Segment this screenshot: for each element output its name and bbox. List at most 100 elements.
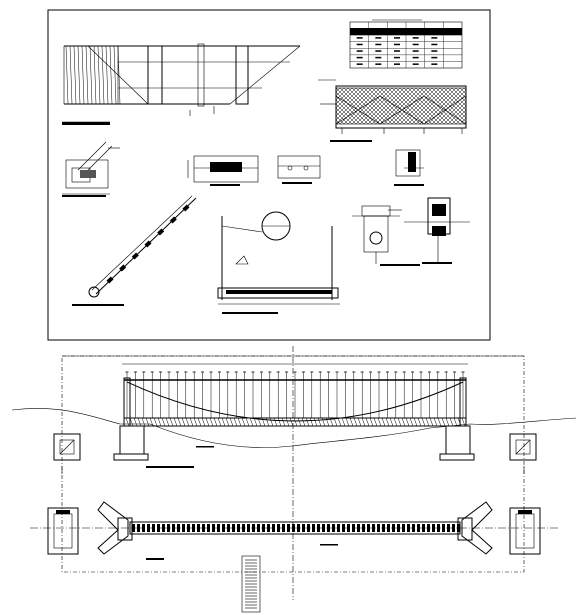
- table-cell-mark: [375, 43, 382, 46]
- deck-plank: [432, 524, 435, 532]
- deck-hatch-line: [189, 417, 194, 427]
- deck-hatch-line: [181, 417, 186, 427]
- deck-plank: [387, 524, 390, 532]
- deck-hatch-line: [209, 417, 214, 427]
- table-cell-mark: [375, 56, 382, 59]
- deck-hatch-line: [361, 417, 366, 427]
- deck-plank: [302, 524, 305, 532]
- deck-plank: [402, 524, 405, 532]
- deck-plank: [272, 524, 275, 532]
- deck-plank: [422, 524, 425, 532]
- deck-plank: [232, 524, 235, 532]
- deck-plank: [282, 524, 285, 532]
- table-cell-mark: [412, 56, 419, 59]
- deck-hatch-line: [201, 417, 206, 427]
- deck-plank: [352, 524, 355, 532]
- legend-column: [241, 555, 261, 613]
- hatch-line: [117, 45, 121, 105]
- deck-plank: [277, 524, 280, 532]
- hatch-line: [69, 45, 73, 105]
- deck-plank: [177, 524, 180, 532]
- deck-hatch-line: [153, 417, 158, 427]
- deck-hatch-line: [293, 417, 298, 427]
- deck-hatch-line: [345, 417, 350, 427]
- deck-plank: [247, 524, 250, 532]
- deck-plank: [252, 524, 255, 532]
- tube-clamp-detail: [404, 197, 470, 264]
- cable-clamp: [106, 276, 114, 284]
- table-cell-mark: [431, 50, 438, 52]
- deck-hatch-line: [233, 417, 238, 427]
- deck-plank: [267, 524, 270, 532]
- hatch-line: [109, 45, 113, 105]
- deck-plank: [327, 524, 330, 532]
- deck-section-elevation: [318, 79, 467, 142]
- table-cell-mark: [412, 50, 419, 52]
- deck-hatch-line: [205, 417, 210, 427]
- deck-plank: [412, 524, 415, 532]
- cable-clamp: [169, 216, 177, 224]
- deck-plank: [447, 524, 450, 532]
- hatch-line: [97, 45, 101, 105]
- deck-plank: [292, 524, 295, 532]
- deck-hatch-line: [225, 417, 230, 427]
- hatch-line: [81, 45, 85, 105]
- deck-hatch-line: [437, 417, 442, 427]
- deck-plank: [377, 524, 380, 532]
- table-cell-mark: [431, 63, 438, 65]
- deck-hatch-line: [185, 417, 190, 427]
- table-cell-mark: [356, 63, 363, 65]
- bridge-plan: [30, 501, 560, 560]
- hatch-line: [101, 45, 105, 105]
- deck-hatch-line: [377, 417, 382, 427]
- deck-hatch-line: [281, 417, 286, 427]
- deck-hatch-line: [349, 417, 354, 427]
- deck-plank: [367, 524, 370, 532]
- deck-hatch-line: [453, 417, 458, 427]
- cable-clamp: [144, 240, 152, 248]
- deck-hatch-line: [405, 417, 410, 427]
- deck-plank: [152, 524, 155, 532]
- deck-hatch-line: [429, 417, 434, 427]
- deck-hatch-line: [249, 417, 254, 427]
- ground-profile: [11, 408, 577, 448]
- deck-hatch-line: [337, 417, 342, 427]
- deck-plank: [147, 524, 150, 532]
- deck-plank: [307, 524, 310, 532]
- hatch-line: [105, 45, 109, 105]
- deck-hatch-line: [213, 417, 218, 427]
- table-cell-mark: [431, 37, 438, 39]
- deck-plank: [157, 524, 160, 532]
- deck-hatch-line: [157, 417, 162, 427]
- deck-plank: [192, 524, 195, 532]
- deck-hatch-line: [397, 417, 402, 427]
- hatch-line: [77, 45, 81, 105]
- deck-hatch-line: [421, 417, 426, 427]
- hatch-line: [113, 45, 117, 105]
- hatch-line: [85, 45, 89, 105]
- deck-plank: [162, 524, 165, 532]
- deck-hatch-line: [149, 417, 154, 427]
- deck-hatch-line: [161, 417, 166, 427]
- table-cell-mark: [356, 37, 363, 39]
- deck-plank: [437, 524, 440, 532]
- cable-clamp: [157, 228, 165, 236]
- deck-hatch-line: [313, 417, 318, 427]
- deck-hatch-line: [265, 417, 270, 427]
- deck-hatch-line: [445, 417, 450, 427]
- deck-hatch-line: [165, 417, 170, 427]
- deck-plank: [407, 524, 410, 532]
- deck-plank: [347, 524, 350, 532]
- deck-hatch-line: [425, 417, 430, 427]
- detail-sheet-border: [47, 9, 491, 341]
- table-cell-mark: [356, 50, 363, 52]
- table-cell-mark: [412, 37, 419, 39]
- deck-hatch-line: [301, 417, 306, 427]
- table-cell-mark: [356, 43, 363, 46]
- detail-sheet: [47, 9, 491, 341]
- table-cell-mark: [356, 56, 363, 59]
- truss-plan-detail: [62, 43, 301, 125]
- table-cell-mark: [375, 37, 382, 39]
- deck-plank: [342, 524, 345, 532]
